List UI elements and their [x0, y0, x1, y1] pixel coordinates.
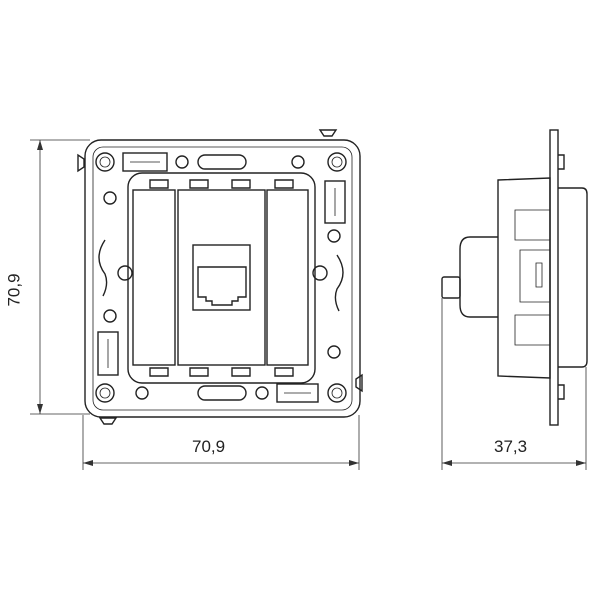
frame-tabs — [77, 129, 363, 425]
terminals — [149, 179, 294, 377]
side-internals — [514, 209, 551, 346]
height-label: 70,9 — [4, 273, 24, 307]
mounting-frame — [84, 139, 361, 418]
module-body — [127, 172, 316, 384]
panel-left — [132, 189, 176, 366]
side-plate — [549, 129, 559, 426]
slot-top — [197, 154, 247, 170]
width-label: 70,9 — [192, 437, 226, 456]
dimension-lines — [30, 139, 587, 470]
slot-bottom — [197, 385, 247, 401]
panel-center — [177, 189, 266, 366]
side-slots — [98, 239, 344, 312]
plate-tabs — [558, 154, 565, 400]
frame-inner-edge — [92, 146, 353, 411]
rj45-frame — [192, 244, 251, 311]
side-view — [441, 129, 588, 426]
rj45-port-icon — [197, 266, 247, 306]
side-back-bump — [459, 236, 498, 318]
panel-right — [266, 189, 309, 366]
clips — [97, 152, 346, 403]
screw-holes — [95, 152, 347, 403]
side-pin — [441, 276, 461, 299]
depth-label: 37,3 — [494, 437, 528, 456]
front-view — [77, 129, 363, 425]
side-body — [497, 177, 551, 379]
side-cover — [558, 187, 588, 368]
